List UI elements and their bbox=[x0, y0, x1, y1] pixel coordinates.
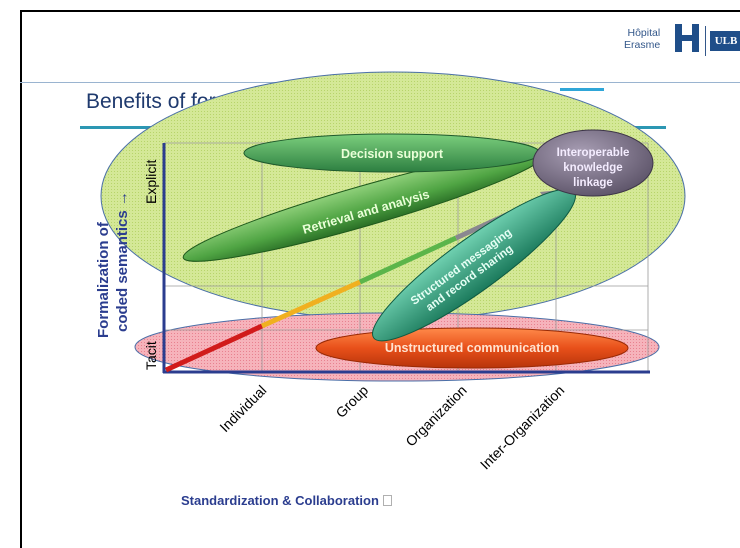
label-unstructured-communication: Unstructured communication bbox=[385, 341, 559, 355]
region-interoperable-linkage bbox=[532, 129, 654, 197]
ulb-logo: ULB bbox=[710, 31, 740, 51]
logo-separator bbox=[705, 26, 706, 56]
x-axis-title-text: Standardization & Collaboration bbox=[181, 493, 379, 508]
hopital-h-logo-icon bbox=[675, 24, 699, 52]
logo-line-1: Hôpital bbox=[627, 27, 661, 39]
accent-dash bbox=[560, 88, 604, 91]
y-tick-tacit: Tacit bbox=[143, 341, 159, 370]
label-interoperable-line3: linkage bbox=[573, 177, 613, 189]
hopital-erasme-logo-text: Hôpital Erasme bbox=[624, 27, 660, 51]
label-decision-support: Decision support bbox=[341, 147, 444, 161]
placeholder-glyph-icon bbox=[382, 495, 392, 506]
label-interoperable-line2: knowledge bbox=[563, 162, 622, 174]
progression-arrow bbox=[164, 190, 560, 373]
y-axis-title-line2: coded semantics → bbox=[114, 191, 131, 332]
label-interoperable-line1: Interoperable bbox=[557, 147, 630, 159]
x-axis-title: Standardization & Collaboration bbox=[181, 493, 392, 508]
y-tick-explicit: Explicit bbox=[143, 159, 159, 204]
logo-line-2: Erasme bbox=[624, 39, 661, 51]
y-axis-title-line1: Formalization of bbox=[95, 222, 112, 338]
